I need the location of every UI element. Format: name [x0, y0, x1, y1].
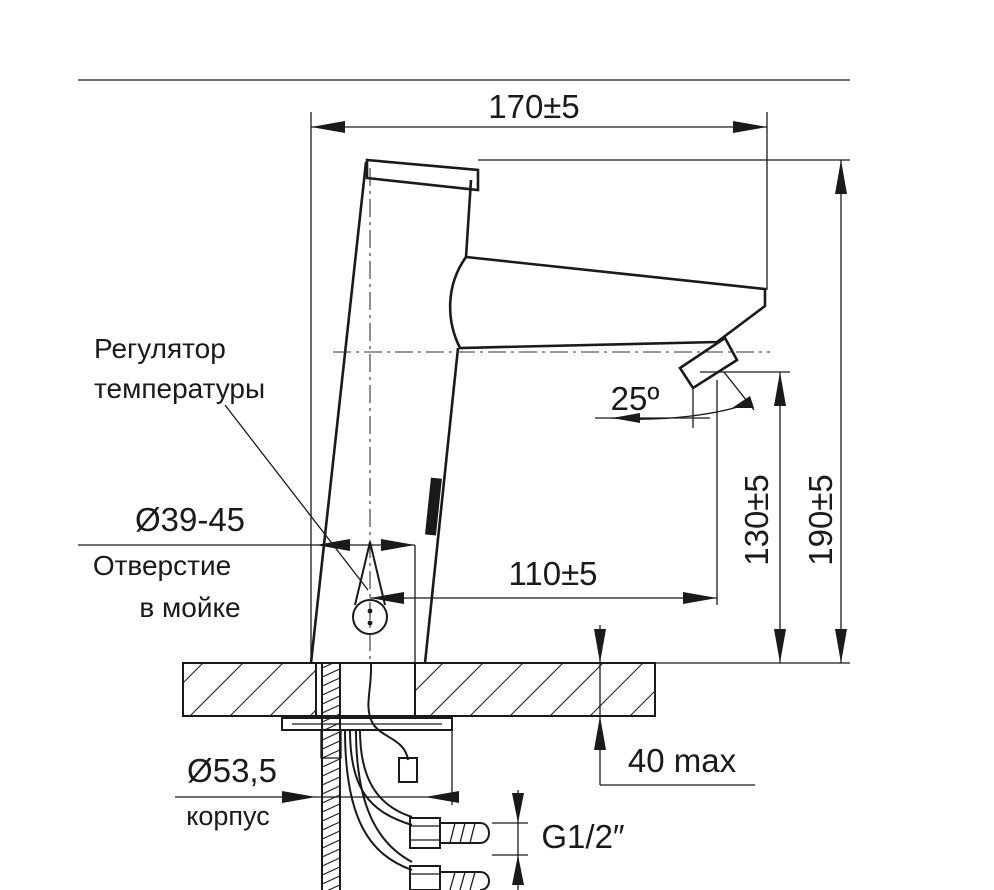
spout-reach-text: 110±5: [508, 555, 597, 592]
counter-slab: [182, 662, 763, 717]
dim-angle: [595, 371, 755, 428]
counter-thickness-text: 40 max: [628, 742, 737, 779]
dim-width-total: [310, 112, 768, 660]
dim-height-total: [478, 159, 850, 664]
hole-label-line2: в мойке: [139, 592, 240, 623]
regulator-leader: [224, 404, 369, 591]
angle-text: 25º: [611, 380, 660, 417]
stud-hatch-line: [322, 713, 340, 723]
slab-hatch-line: [189, 663, 244, 716]
stud-hatch-line: [322, 758, 340, 768]
width-total-text: 170±5: [488, 88, 580, 125]
regulator-label-line1: Регулятор: [94, 333, 226, 364]
height-total-text: 190±5: [802, 474, 839, 566]
cable-connector: [398, 757, 418, 783]
sensor-cable: [367, 662, 409, 761]
slab-hatch-line: [429, 663, 484, 716]
dim-counter-thickness: [594, 625, 755, 786]
mounting-plate: [281, 717, 453, 731]
stud-hatch-line: [322, 866, 340, 876]
stud-hatch-line: [322, 677, 340, 687]
aerator: [678, 336, 739, 390]
body-diameter-text: Ø53,5: [187, 752, 277, 789]
dim-spout-reach: [370, 380, 718, 605]
stud-hatch-line: [322, 749, 340, 759]
dim-thread: [492, 790, 528, 890]
stud-hatch-line: [322, 857, 340, 867]
thread-text: G1/2″: [541, 818, 625, 855]
slab-hatch-line: [229, 663, 284, 716]
stud-hatch-line: [322, 767, 340, 777]
stud-hatch-line: [327, 884, 340, 890]
stud-hatch-line: [322, 848, 340, 858]
spout-height-text: 130±5: [738, 474, 775, 566]
stud-hatch-line: [322, 776, 340, 786]
faucet-body: [309, 158, 480, 664]
slab-hatch-line: [549, 663, 604, 716]
slab-hatch-line: [469, 663, 524, 716]
stud-hatch-line: [322, 731, 340, 741]
stud-hatch-line: [322, 686, 340, 696]
slab-hatch-line: [670, 663, 723, 716]
sensor-window: [424, 477, 442, 536]
stud-hatch-line: [322, 812, 340, 822]
temperature-regulator: [352, 541, 388, 635]
threaded-stud: [320, 650, 342, 890]
slab-hatch-line: [589, 663, 644, 716]
stud-hatch-line: [322, 785, 340, 795]
stud-hatch-line: [320, 650, 342, 660]
dim-hole-diameter: [78, 539, 416, 663]
spout: [448, 255, 767, 390]
stud-hatch-line: [322, 695, 340, 705]
stud-hatch-line: [322, 830, 340, 840]
body-label: корпус: [186, 801, 269, 831]
regulator-label-line2: температуры: [94, 373, 265, 404]
stud-hatch-line: [322, 821, 340, 831]
hole-label-line1: Отверстие: [93, 550, 231, 581]
stud-hatch-line: [322, 668, 340, 678]
slab-hatch-line: [269, 663, 324, 716]
stud-hatch-line: [322, 839, 340, 849]
stud-hatch-line: [322, 740, 340, 750]
flex-hoses: [344, 729, 490, 890]
stud-hatch-line: [322, 794, 340, 804]
slab-hatch-line: [509, 663, 564, 716]
stud-hatch-line: [322, 803, 340, 813]
slab-hatch-line: [183, 663, 204, 684]
stud-hatch-line: [322, 875, 340, 885]
stud-hatch-line: [322, 704, 340, 714]
stud-hatch-line: [322, 663, 335, 669]
slab-hatch-line: [629, 690, 655, 716]
slab-hatch-line: [710, 663, 763, 716]
hole-diameter-text: Ø39-45: [135, 501, 245, 538]
dim-body-diameter: [175, 730, 459, 805]
dim-spout-height: [700, 371, 790, 663]
